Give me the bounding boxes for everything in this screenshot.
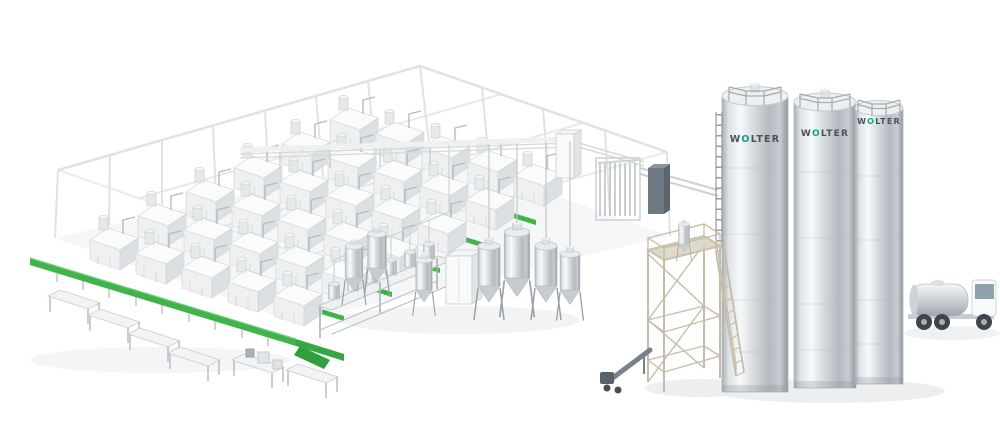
silo-3: WOLTER [854, 99, 904, 385]
wolter-logo: WOLTER [730, 134, 781, 145]
parts-bin [245, 348, 255, 358]
wall-column [54, 169, 59, 239]
outfeed-table [285, 363, 339, 399]
logo-prefix: W [730, 134, 742, 145]
tower-stairs [715, 239, 745, 377]
dryer-cabinet [444, 249, 484, 305]
parts-bin [257, 351, 270, 364]
tower-bracing [647, 243, 721, 383]
screw-motor [600, 372, 614, 384]
logo-suffix: LTER [821, 129, 849, 139]
wall-column [604, 129, 611, 216]
screw-conveyor [600, 347, 653, 394]
dark-cabinet [648, 164, 670, 214]
outfeed-area [29, 257, 344, 399]
logo-accent-letter: O [741, 134, 750, 145]
silo-body [793, 101, 857, 389]
truck-shadow [904, 326, 1000, 340]
incline-chute [294, 346, 330, 369]
silo-railing [857, 99, 901, 116]
discharge-ramp [296, 339, 344, 361]
parts-bin [272, 359, 283, 370]
logo-accent-letter: O [867, 117, 875, 126]
logo-prefix: W [857, 117, 867, 126]
outfeed-shadow [30, 347, 290, 373]
outfeed-table [47, 289, 101, 325]
weld-seams [856, 175, 902, 345]
hopper-dryer [498, 220, 536, 318]
wall-column [108, 154, 111, 227]
hopper-dryer [530, 235, 562, 321]
silo-base [794, 381, 856, 388]
bulk-tanker-truck [908, 279, 997, 330]
filter-vent-cap [751, 82, 759, 86]
injection-molding-machine [513, 150, 563, 207]
silo-access-tower [645, 218, 745, 392]
hopper-dryer [555, 244, 585, 322]
control-cabinet-tall [554, 129, 583, 179]
wheel-hub [939, 319, 945, 325]
station-shadow [340, 306, 580, 334]
wheel-hub [921, 319, 927, 325]
silo-body [854, 107, 904, 385]
drying-station [316, 129, 719, 338]
platform-railing [646, 223, 722, 260]
silo-farm: WOLTER WOLTER WOLTER [715, 82, 904, 393]
truck-windshield [975, 284, 994, 299]
screw-wheel [603, 384, 611, 392]
wolter-logo: WOLTER [801, 129, 849, 139]
screw-wheel [614, 386, 622, 394]
wheel-hub [981, 319, 987, 325]
dryer-risers [488, 141, 571, 247]
tank-manhole [931, 280, 945, 286]
silo-railing [799, 93, 851, 111]
logo-accent-letter: O [812, 129, 821, 139]
pipe-to-coupling [571, 144, 645, 167]
filter-vent-cap [821, 88, 829, 92]
tank-end-cap [909, 285, 919, 315]
weld-seams [795, 171, 855, 351]
silo-1: WOLTER [715, 82, 789, 393]
coupling-pipes [599, 163, 636, 216]
pipe-to-coupling [571, 140, 645, 163]
outfeed-table [87, 308, 141, 344]
truck-tank [909, 283, 969, 317]
silo-2: WOLTER [793, 88, 857, 389]
silo-railing [728, 86, 782, 105]
wolter-logo: WOLTER [857, 117, 901, 126]
logo-suffix: LTER [875, 117, 901, 126]
logo-suffix: LTER [751, 134, 781, 145]
logo-prefix: W [801, 129, 812, 139]
silo-base [722, 385, 788, 392]
truck-chassis [908, 314, 994, 319]
silo-base [855, 377, 903, 384]
dosing-unit [328, 281, 340, 300]
conveyor-highlight [29, 257, 297, 340]
conveyor-legs [56, 273, 269, 346]
wall-column [419, 65, 431, 153]
silo-ladder [715, 112, 723, 248]
material-hopper [412, 252, 436, 317]
dosing-unit [404, 249, 416, 268]
overhead-duct [239, 136, 573, 153]
main-collection-conveyor [30, 258, 296, 346]
